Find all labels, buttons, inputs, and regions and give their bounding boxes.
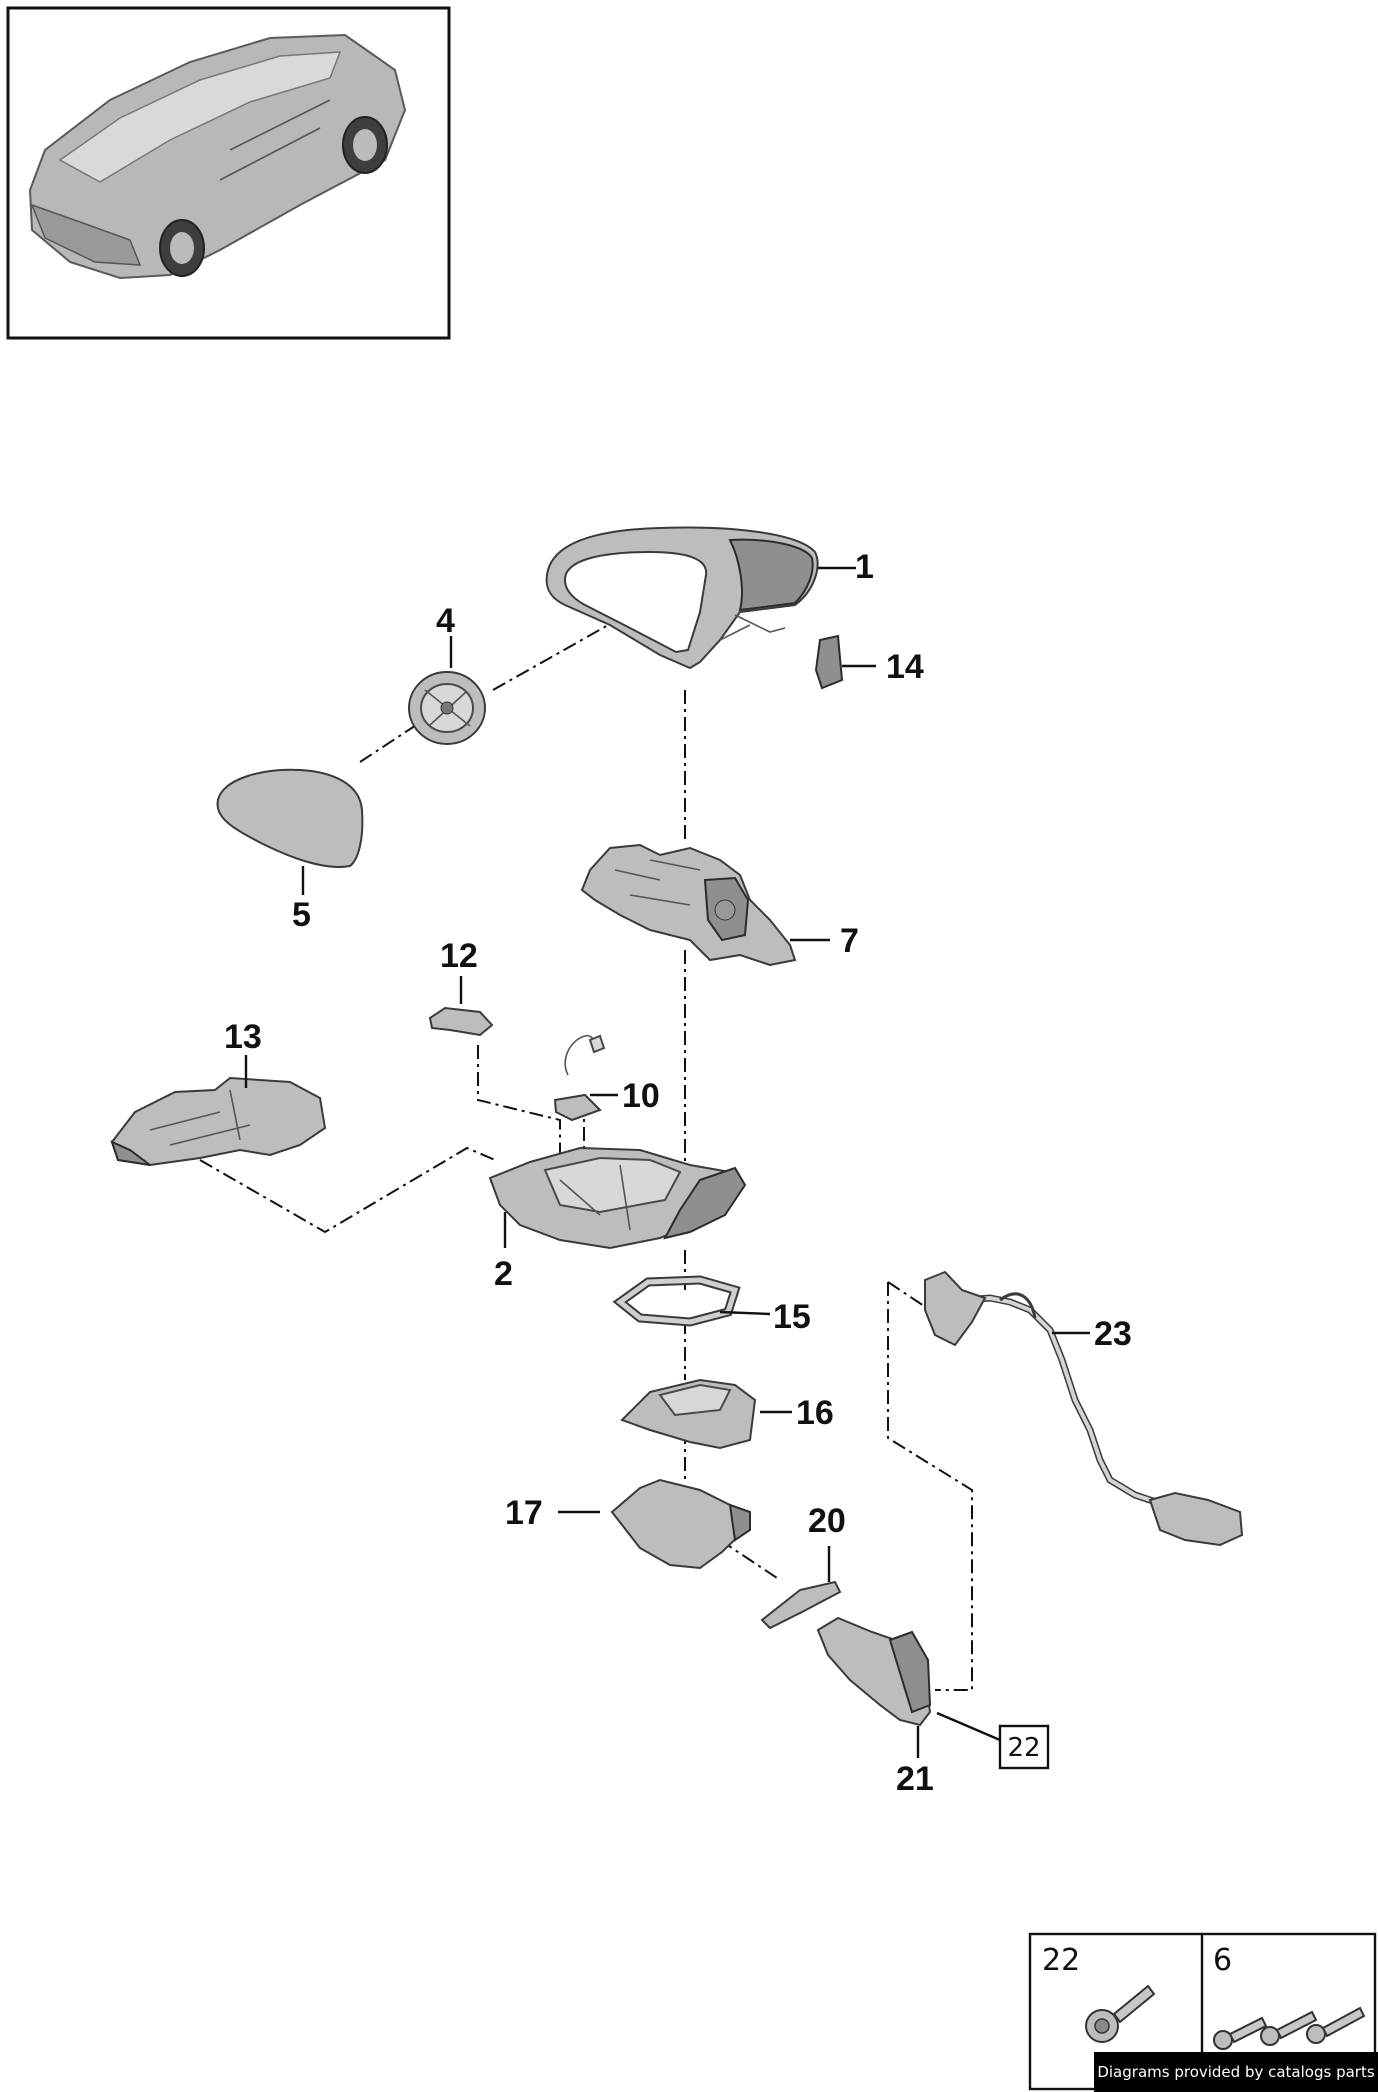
part-15-seal: [612, 1275, 741, 1327]
callout-12: 12: [440, 937, 478, 975]
callout-7: 7: [840, 922, 859, 960]
callout-14: 14: [886, 648, 924, 686]
part-4-adjusting-unit: [408, 671, 486, 745]
callout-10: 10: [622, 1077, 660, 1115]
callout-20: 20: [808, 1502, 846, 1540]
bolt-icon: [1213, 2006, 1366, 2050]
boxed-reference-label: 22: [1007, 1733, 1040, 1763]
part-23-wiring-harness: [924, 1270, 1244, 1547]
leader-lines: [244, 566, 1090, 1758]
boxed-reference: 22: [998, 1724, 1050, 1770]
part-2-mirror-base: [488, 1146, 747, 1250]
callout-23: 23: [1094, 1315, 1132, 1353]
callout-1: 1: [855, 548, 874, 586]
legend-number-right: 6: [1213, 1943, 1232, 1978]
part-17-lower-cover: [610, 1478, 752, 1570]
callout-4: 4: [436, 602, 455, 640]
vehicle-thumbnail: [6, 6, 451, 340]
callout-2: 2: [494, 1255, 513, 1293]
part-10-lamp: [553, 1034, 606, 1122]
part-20-light-strip: [760, 1580, 842, 1630]
part-7-carrier: [580, 843, 797, 967]
legend-number-left: 22: [1042, 1943, 1080, 1978]
callout-5: 5: [292, 896, 311, 934]
part-12-clip: [428, 1006, 494, 1037]
callout-15: 15: [773, 1298, 811, 1336]
part-5-mirror-glass: [216, 768, 364, 868]
callout-17: 17: [505, 1494, 543, 1532]
callout-16: 16: [796, 1394, 834, 1432]
part-16-cover: [620, 1378, 757, 1450]
callout-labels: 1 14 4 5 7 12 13 10 2 15 16 17 20 21 23: [224, 548, 1132, 1798]
part-14-cap: [814, 634, 844, 690]
part-21-indicator: [816, 1616, 932, 1727]
callout-13: 13: [224, 1018, 262, 1056]
car-image: [28, 33, 407, 280]
part-13-trim: [110, 1076, 327, 1167]
credit-text: Diagrams provided by catalogs parts: [1097, 2063, 1375, 2081]
callout-21: 21: [896, 1760, 934, 1798]
part-1-mirror-housing: [545, 526, 819, 670]
credit-banner: Diagrams provided by catalogs parts: [1094, 2052, 1378, 2092]
screw-icon: [1085, 1984, 1156, 2043]
